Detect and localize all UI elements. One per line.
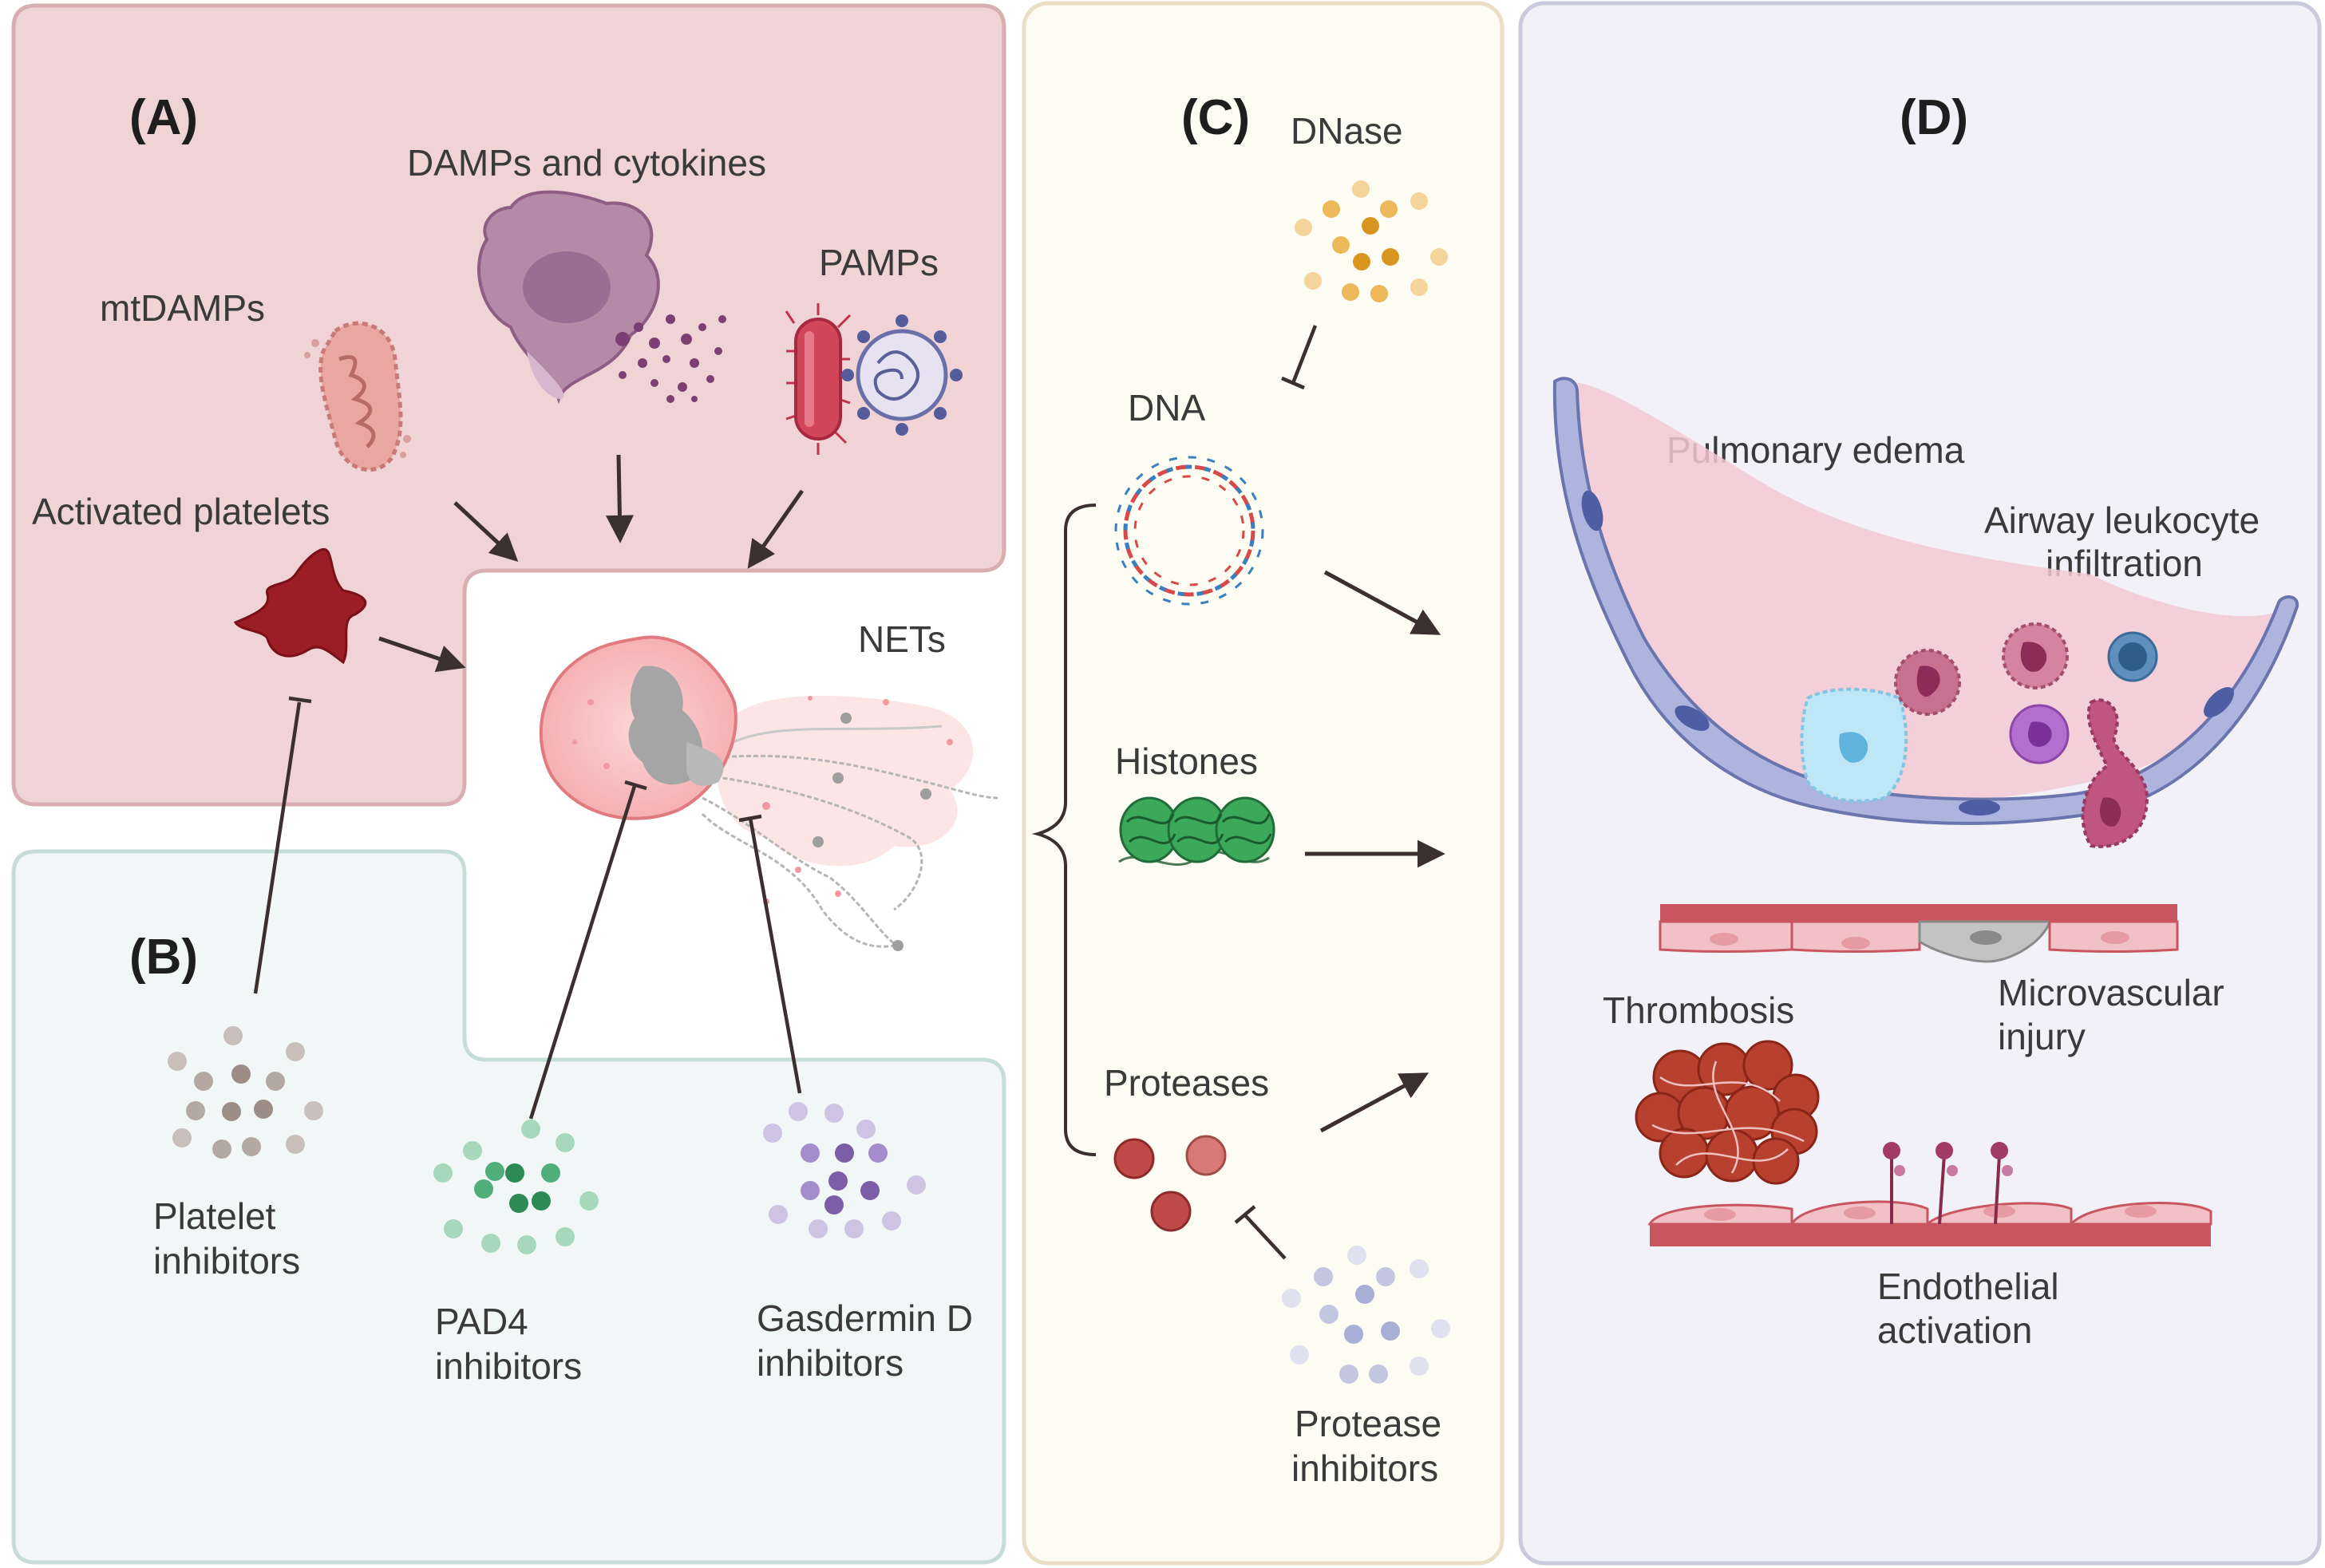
pad4-inhibitors-label-line1: PAD4 <box>435 1301 528 1342</box>
microvascular-endothelium-icon <box>1659 904 2179 963</box>
nets-label: NETs <box>858 618 946 660</box>
arrow-platelets-to-nets <box>378 636 466 673</box>
activated-platelets-label: Activated platelets <box>32 491 330 532</box>
thrombus-icon <box>1635 1040 1820 1185</box>
panel-a-background <box>11 3 1006 807</box>
mitochondrion-icon <box>304 321 411 472</box>
thrombosis-label: Thrombosis <box>1603 989 1794 1031</box>
inhibit-line-pad4 <box>528 785 637 1120</box>
pad4-inhibitor-particles-icon <box>433 1120 599 1254</box>
protease-inhibitors-label-line2: inhibitors <box>1291 1448 1438 1489</box>
panel-b-label: (B) <box>129 930 198 985</box>
panel-c-label: (C) <box>1181 90 1250 145</box>
activated-platelet-icon <box>233 547 367 665</box>
panel-a-label: (A) <box>129 90 198 145</box>
dna-label: DNA <box>1128 387 1205 429</box>
necrotic-cell-icon <box>477 190 726 405</box>
dnase-particles-icon <box>1295 180 1448 302</box>
gasdermin-d-inhibitors-label-line2: inhibitors <box>757 1342 904 1384</box>
inhibit-line-dnase <box>1291 325 1318 384</box>
panel-d-label: (D) <box>1900 90 1968 145</box>
inhibit-bar-protease <box>1234 1205 1256 1224</box>
proteases-label: Proteases <box>1104 1062 1269 1104</box>
bacterium-icon <box>785 303 852 455</box>
pamps-label: PAMPs <box>819 242 939 283</box>
gasdermin-d-inhibitor-particles-icon <box>763 1102 926 1238</box>
endothelial-activation-label-line2: activation <box>1877 1309 2032 1351</box>
dna-circle-icon <box>1114 456 1264 606</box>
damps-cytokines-label: DAMPs and cytokines <box>407 142 766 184</box>
protease-inhibitor-particles-icon <box>1282 1246 1450 1384</box>
inhibit-bar-platelets <box>288 696 312 704</box>
panel-b-background <box>11 849 1006 1565</box>
platelet-inhibitors-label-line1: Platelet <box>153 1195 276 1237</box>
microvascular-injury-label-line1: Microvascular <box>1998 972 2224 1013</box>
protease-inhibitors-label-line1: Protease <box>1295 1403 1441 1444</box>
microvascular-injury-label-line2: injury <box>1998 1016 2086 1057</box>
arrow-dna-to-outcomes <box>1323 570 1441 635</box>
arrow-mtdamps-to-nets <box>453 501 519 562</box>
mtdamps-label: mtDAMPs <box>100 287 265 329</box>
arrow-damps-to-nets <box>605 454 634 543</box>
airway-leukocyte-label-line1: Airway leukocyte <box>1984 500 2260 541</box>
arrow-proteases-to-outcomes <box>1319 1072 1429 1133</box>
inhibit-bar-gasdermin-d <box>738 814 762 823</box>
inhibit-bar-dnase <box>1281 376 1305 390</box>
gasdermin-d-inhibitors-label-line1: Gasdermin D <box>757 1297 973 1339</box>
endothelial-activation-label-line1: Endothelial <box>1877 1266 2059 1307</box>
platelet-inhibitors-label-line2: inhibitors <box>153 1240 300 1282</box>
inhibit-line-gasdermin-d <box>748 817 802 1094</box>
activated-endothelium-icon <box>1647 1142 2212 1246</box>
inhibit-line-protease <box>1244 1214 1287 1260</box>
net-formation-illustration <box>539 635 998 951</box>
inhibit-bar-pad4 <box>624 780 647 791</box>
grouping-brace <box>1031 504 1097 1156</box>
histones-label: Histones <box>1115 741 1258 782</box>
arrow-pamps-to-nets <box>747 489 805 569</box>
inhibit-line-platelets <box>253 701 302 994</box>
platelet-inhibitor-particles-icon <box>168 1026 323 1159</box>
virus-icon <box>841 314 963 436</box>
histones-icon <box>1118 796 1275 867</box>
alveolus-illustration <box>1552 377 2299 848</box>
pad4-inhibitors-label-line2: inhibitors <box>435 1345 582 1387</box>
dnase-label: DNase <box>1291 110 1403 152</box>
proteases-icon <box>1113 1135 1227 1232</box>
panel-c-background <box>1022 1 1505 1566</box>
